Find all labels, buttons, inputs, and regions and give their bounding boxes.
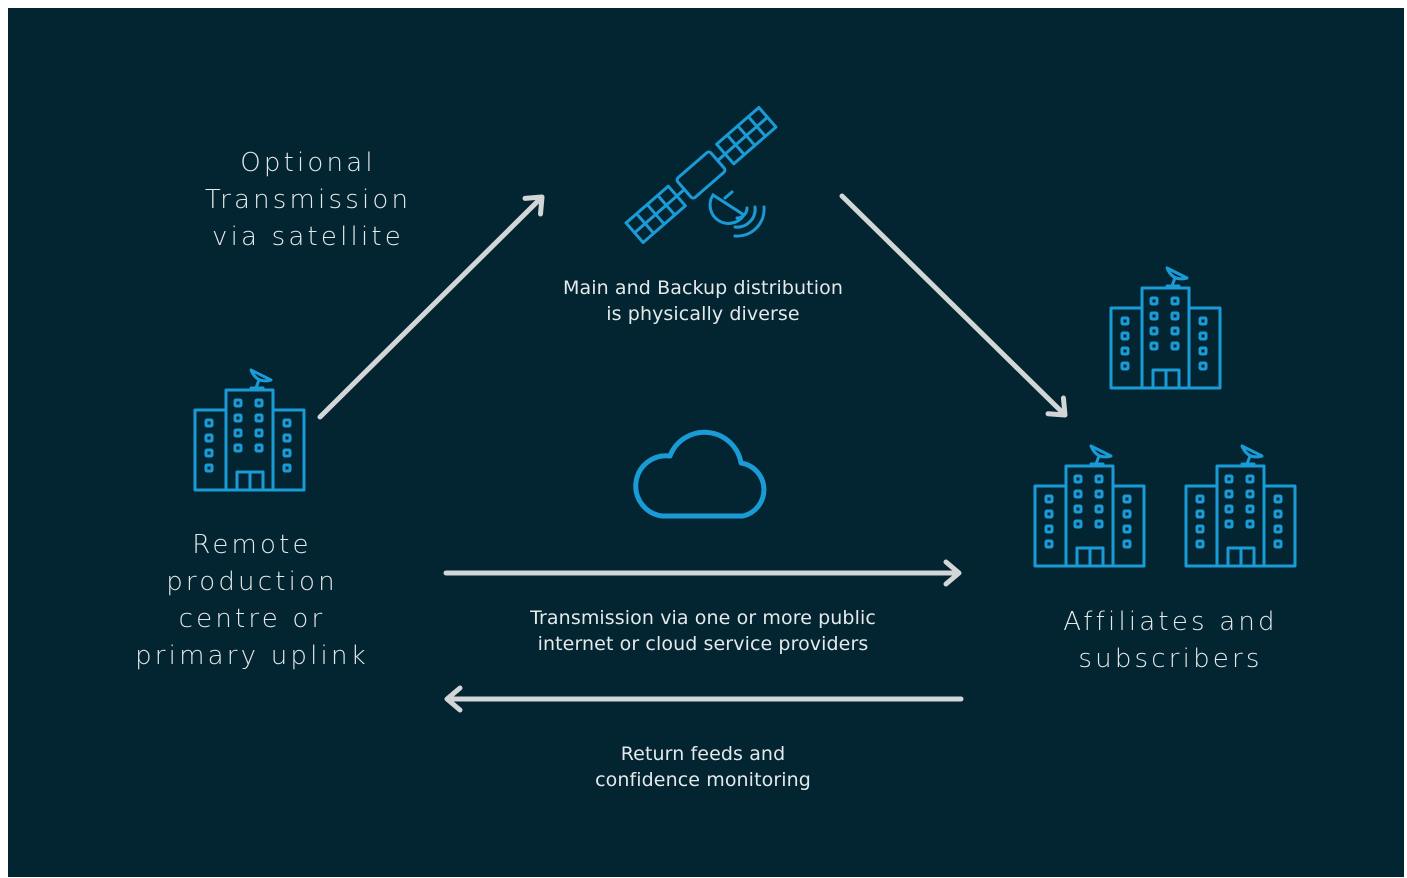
satellite-dish-signal bbox=[708, 190, 766, 238]
label-line: confidence monitoring bbox=[595, 769, 811, 791]
label-remote-production: Remote production centre or primary upli… bbox=[112, 527, 392, 675]
arrow-uplink-to-satellite bbox=[317, 189, 550, 420]
diagram-artwork bbox=[193, 105, 1297, 877]
label-optional-satellite: Optional Transmission via satellite bbox=[174, 145, 442, 256]
arrow-internet-forward bbox=[443, 562, 959, 584]
satellite-icon bbox=[624, 105, 778, 245]
label-line: Affiliates and bbox=[1063, 607, 1278, 637]
label-affiliates: Affiliates and subscribers bbox=[1028, 604, 1313, 678]
label-line: Remote bbox=[192, 530, 312, 560]
label-line: via satellite bbox=[212, 222, 404, 252]
label-line: Transmission bbox=[204, 185, 412, 215]
building-satellite-dish-icon bbox=[1033, 444, 1146, 568]
label-line: Optional bbox=[240, 148, 376, 178]
label-line: is physically diverse bbox=[606, 303, 800, 325]
label-internet-transmission: Transmission via one or more public inte… bbox=[488, 605, 918, 657]
building-satellite-dish-icon bbox=[193, 368, 306, 492]
label-line: Main and Backup distribution bbox=[563, 277, 843, 299]
arrow-satellite-to-affiliates bbox=[839, 193, 1073, 423]
diagram-panel: Optional Transmission via satellite Main… bbox=[8, 8, 1404, 877]
arrow-return-feed bbox=[447, 688, 964, 710]
label-line: primary uplink bbox=[135, 641, 369, 671]
label-line: subscribers bbox=[1078, 644, 1263, 674]
label-line: Transmission via one or more public bbox=[530, 607, 876, 629]
label-line: centre or bbox=[178, 604, 326, 634]
building-satellite-dish-icon bbox=[1109, 266, 1222, 390]
label-line: Return feeds and bbox=[620, 743, 786, 765]
label-satellite-note: Main and Backup distribution is physical… bbox=[523, 275, 883, 327]
cloud-icon bbox=[633, 429, 767, 519]
label-line: production bbox=[166, 567, 338, 597]
label-return-feeds: Return feeds and confidence monitoring bbox=[548, 741, 858, 793]
label-line: internet or cloud service providers bbox=[537, 633, 869, 655]
building-satellite-dish-icon bbox=[1184, 444, 1297, 568]
